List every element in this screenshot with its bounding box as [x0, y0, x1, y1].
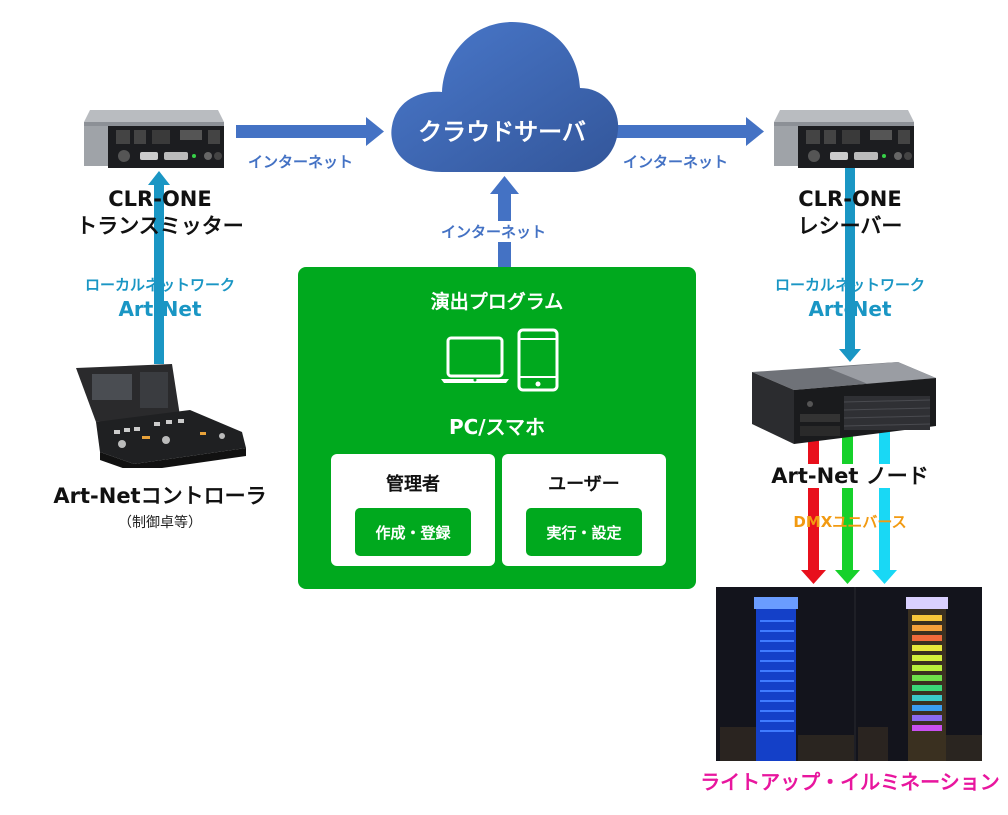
- art-net-text: Art-Net: [808, 297, 892, 321]
- internet-label-right: インターネット: [623, 153, 729, 171]
- controller-subtitle: （制御卓等）: [118, 515, 202, 531]
- dmx-arrow-green: [835, 430, 860, 584]
- smartphone-icon: [517, 328, 559, 392]
- receiver-title: CLR-ONE レシーバー: [730, 186, 970, 240]
- controller-label: Art-Netコントローラ （制御卓等）: [20, 480, 300, 532]
- local-network-label-left: ローカルネットワーク Art-Net: [40, 274, 280, 321]
- transmitter-title: CLR-ONE トランスミッター: [40, 186, 280, 240]
- transmitter-type: トランスミッター: [76, 214, 244, 238]
- role-title: ユーザー: [548, 474, 620, 495]
- rainbow-tower: [908, 607, 946, 761]
- receiver-device-icon: [774, 110, 914, 168]
- program-title: 演出プログラム: [430, 291, 564, 313]
- art-net-node-label: Art-Net ノード: [730, 460, 970, 490]
- local-network-text: ローカルネットワーク: [774, 276, 925, 294]
- execute-settings-button[interactable]: 実行・設定: [526, 508, 642, 556]
- internet-arrow-right: [616, 117, 764, 146]
- internet-arrow-left: [236, 117, 384, 146]
- lighting-console-icon: [76, 364, 246, 468]
- devices-label: PC/スマホ: [448, 415, 546, 439]
- laptop-icon: [441, 336, 509, 383]
- dmx-arrow-cyan: [872, 430, 897, 584]
- role-card-user: ユーザー 実行・設定: [502, 454, 666, 566]
- transmitter-device-icon: [84, 110, 224, 168]
- local-network-text: ローカルネットワーク: [84, 276, 235, 294]
- dmx-universe-label: DMXユニバース: [793, 513, 907, 531]
- internet-label-center: インターネット: [440, 221, 548, 242]
- local-network-label-right: ローカルネットワーク Art-Net: [730, 274, 970, 321]
- rainbow-windows: [912, 615, 942, 731]
- blue-tower: [756, 607, 796, 761]
- art-net-text: Art-Net: [118, 297, 202, 321]
- illumination-photo: [716, 587, 982, 761]
- local-network-arrow-right: [839, 165, 861, 362]
- cloud-icon: [391, 22, 619, 172]
- program-panel: 演出プログラム PC/スマホ 管理者 作成・登録 ユーザー 実行・設定: [298, 267, 696, 589]
- role-title: 管理者: [386, 474, 440, 495]
- illumination-caption: ライトアップ・イルミネーション: [700, 770, 1000, 794]
- internet-label-left: インターネット: [248, 153, 354, 171]
- role-card-admin: 管理者 作成・登録: [331, 454, 495, 566]
- transmitter-model: CLR-ONE: [108, 187, 212, 211]
- receiver-model: CLR-ONE: [798, 187, 902, 211]
- receiver-type: レシーバー: [797, 214, 903, 238]
- server-icon: [752, 362, 936, 444]
- controller-title: Art-Netコントローラ: [53, 484, 267, 508]
- local-network-arrow-left: [148, 171, 170, 364]
- dmx-arrow-red: [801, 430, 826, 584]
- create-register-button[interactable]: 作成・登録: [355, 508, 471, 556]
- cloud-server-label: クラウドサーバ: [418, 118, 586, 146]
- art-net-node-title: Art-Net ノード: [770, 464, 930, 488]
